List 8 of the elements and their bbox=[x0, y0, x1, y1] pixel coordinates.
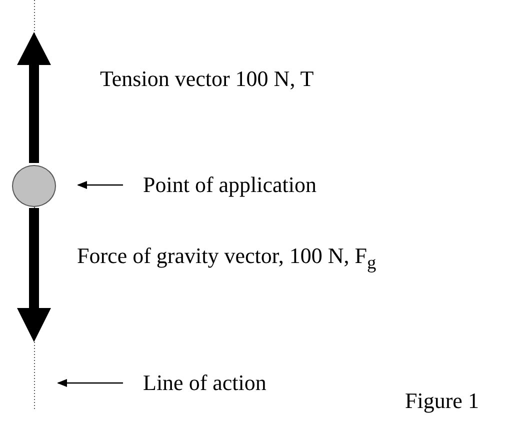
point-circle bbox=[12, 165, 56, 207]
force-label: Tension vector 100 N, T bbox=[100, 66, 314, 92]
callout-text: Line of action bbox=[143, 370, 266, 396]
callout-text: Point of application bbox=[143, 172, 317, 198]
leader-arrow bbox=[57, 379, 123, 387]
force-label: Force of gravity vector, 100 N, F$_{g}$ bbox=[77, 243, 376, 274]
leader-arrow bbox=[77, 181, 123, 189]
figure-caption: Figure 1 bbox=[405, 388, 479, 414]
